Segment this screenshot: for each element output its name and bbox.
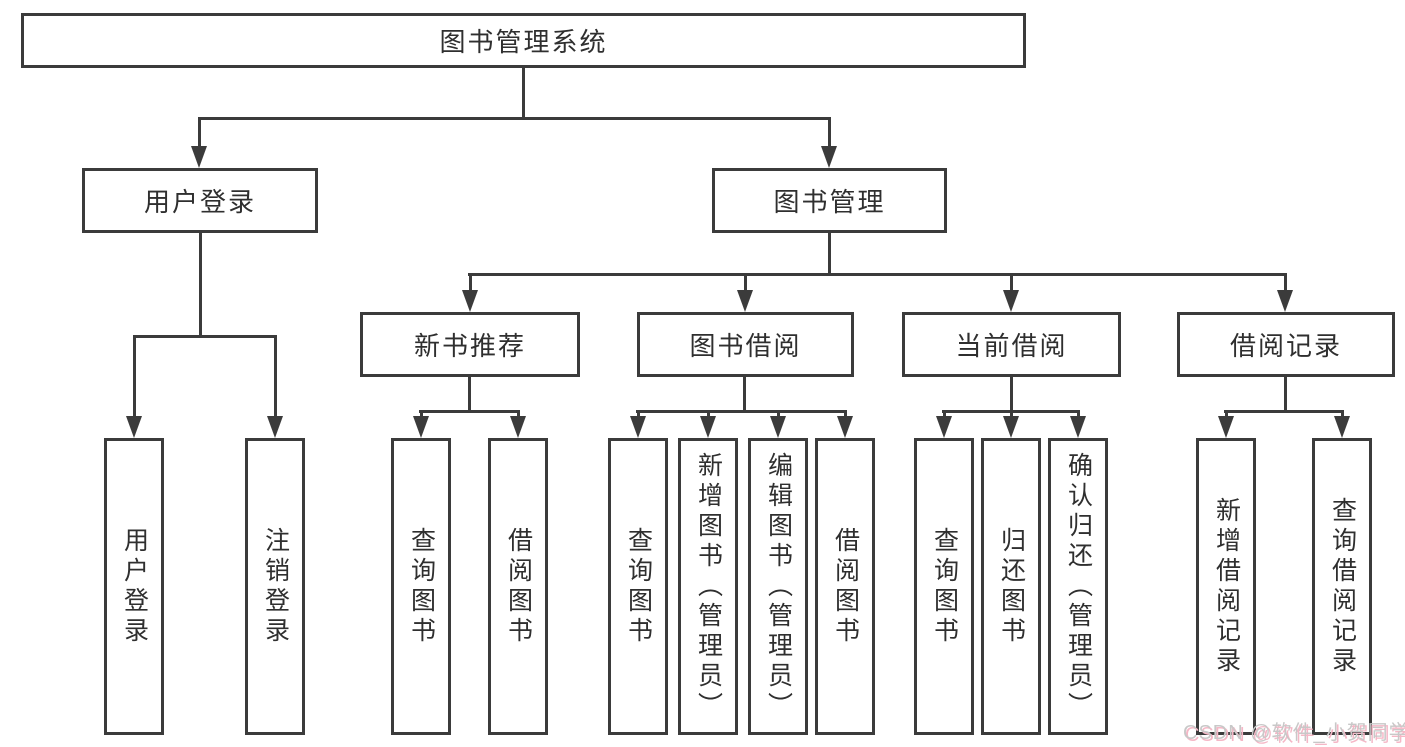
leaf-query-books-current: 查询图书 bbox=[914, 438, 974, 735]
leaf-return-books: 归还图书 bbox=[981, 438, 1041, 735]
node-user-login-label: 用户登录 bbox=[143, 187, 256, 217]
leaf-label: 借阅图书 bbox=[831, 526, 860, 647]
leaf-query-books-recommend: 查询图书 bbox=[391, 438, 451, 735]
node-root-system: 图书管理系统 bbox=[21, 13, 1026, 68]
connector-trunk-new-book-recommend bbox=[468, 377, 471, 413]
leaf-label: 查询图书 bbox=[624, 526, 653, 647]
node-book-borrow: 图书借阅 bbox=[637, 312, 854, 377]
leaf-confirm-return-admin: 确认归还（管理员） bbox=[1048, 438, 1108, 735]
connector-arrow bbox=[1334, 410, 1350, 438]
node-root-label: 图书管理系统 bbox=[439, 27, 608, 57]
node-current-borrow-label: 当前借阅 bbox=[955, 331, 1068, 361]
leaf-user-login: 用户登录 bbox=[104, 438, 164, 735]
connector-arrow bbox=[936, 410, 952, 438]
connector-trunk-current-borrow bbox=[1010, 377, 1013, 413]
connector-trunk-book-borrow bbox=[743, 377, 746, 413]
leaf-label: 新增图书（管理员） bbox=[694, 451, 723, 722]
leaf-label: 归还图书 bbox=[997, 526, 1026, 647]
csdn-watermark: CSDN @软件_小贺同学 bbox=[1183, 722, 1405, 744]
connector-branch-user-login bbox=[133, 335, 277, 338]
connector-branch-book-management bbox=[468, 273, 1286, 276]
connector-arrow bbox=[700, 410, 716, 438]
leaf-borrow-books-recommend: 借阅图书 bbox=[488, 438, 548, 735]
node-new-book-recommend-label: 新书推荐 bbox=[413, 331, 526, 361]
connector-arrow bbox=[462, 273, 478, 312]
connector-arrow bbox=[1070, 410, 1086, 438]
connector-arrow bbox=[1277, 273, 1293, 312]
leaf-borrow-books-borrow: 借阅图书 bbox=[815, 438, 875, 735]
node-current-borrow: 当前借阅 bbox=[902, 312, 1121, 377]
connector-arrow bbox=[126, 335, 142, 438]
connector-branch-new-book-recommend bbox=[419, 410, 520, 413]
connector-branch-borrow-records bbox=[1224, 410, 1344, 413]
connector-arrow bbox=[510, 410, 526, 438]
node-book-management-label: 图书管理 bbox=[773, 187, 886, 217]
connector-arrow bbox=[837, 410, 853, 438]
connector-trunk-user-login bbox=[199, 233, 202, 335]
connector-arrow bbox=[737, 273, 753, 312]
leaf-label: 查询图书 bbox=[407, 526, 436, 647]
leaf-label: 新增借阅记录 bbox=[1212, 496, 1241, 677]
leaf-label: 注销登录 bbox=[261, 526, 290, 647]
leaf-label: 查询图书 bbox=[930, 526, 959, 647]
leaf-query-borrow-record: 查询借阅记录 bbox=[1312, 438, 1372, 735]
leaf-logout: 注销登录 bbox=[245, 438, 305, 735]
connector-trunk-root bbox=[522, 68, 525, 117]
leaf-label: 确认归还（管理员） bbox=[1064, 451, 1093, 722]
leaf-label: 编辑图书（管理员） bbox=[764, 451, 793, 722]
leaf-query-books-borrow: 查询图书 bbox=[608, 438, 668, 735]
node-book-borrow-label: 图书借阅 bbox=[689, 331, 802, 361]
leaf-add-book-admin: 新增图书（管理员） bbox=[678, 438, 738, 735]
connector-branch-book-borrow bbox=[636, 410, 847, 413]
connector-trunk-book-management bbox=[828, 233, 831, 273]
node-book-management: 图书管理 bbox=[712, 168, 947, 233]
connector-arrow bbox=[267, 335, 283, 438]
leaf-label: 用户登录 bbox=[120, 526, 149, 647]
connector-arrow bbox=[630, 410, 646, 438]
node-user-login: 用户登录 bbox=[82, 168, 318, 233]
connector-trunk-borrow-records bbox=[1284, 377, 1287, 413]
node-borrow-records-label: 借阅记录 bbox=[1229, 331, 1342, 361]
leaf-label: 查询借阅记录 bbox=[1328, 496, 1357, 677]
connector-arrow bbox=[191, 117, 207, 168]
connector-branch-root bbox=[198, 117, 830, 120]
connector-arrow bbox=[413, 410, 429, 438]
node-new-book-recommend: 新书推荐 bbox=[360, 312, 580, 377]
leaf-edit-book-admin: 编辑图书（管理员） bbox=[748, 438, 808, 735]
connector-arrow bbox=[770, 410, 786, 438]
connector-arrow bbox=[821, 117, 837, 168]
connector-arrow bbox=[1003, 273, 1019, 312]
connector-arrow bbox=[1218, 410, 1234, 438]
leaf-add-borrow-record: 新增借阅记录 bbox=[1196, 438, 1256, 735]
leaf-label: 借阅图书 bbox=[504, 526, 533, 647]
connector-arrow bbox=[1003, 410, 1019, 438]
node-borrow-records: 借阅记录 bbox=[1177, 312, 1395, 377]
